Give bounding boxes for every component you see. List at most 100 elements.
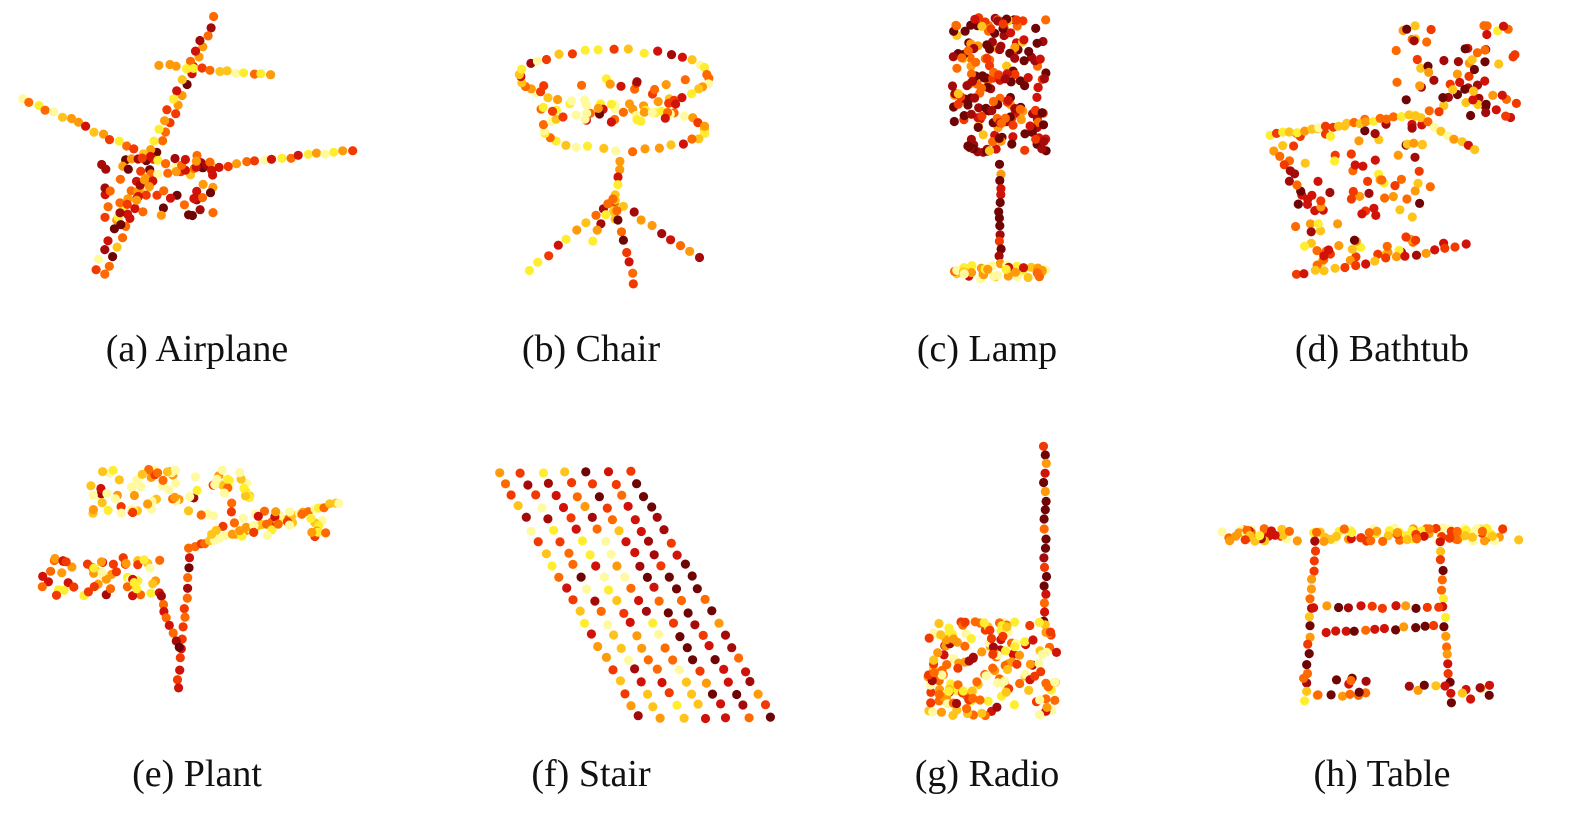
point: [1411, 250, 1422, 260]
point: [1032, 92, 1042, 102]
point: [1423, 117, 1433, 127]
point: [137, 469, 147, 479]
point: [189, 193, 199, 204]
point: [609, 630, 619, 640]
point: [541, 549, 551, 559]
point: [311, 148, 322, 158]
point: [1322, 601, 1332, 611]
point: [1019, 35, 1029, 45]
point: [1481, 99, 1491, 109]
point: [580, 501, 590, 512]
point: [628, 268, 638, 278]
point: [1006, 28, 1016, 38]
point-cloud-airplane: [18, 11, 358, 279]
point: [618, 107, 628, 117]
point: [506, 490, 516, 500]
point: [1300, 158, 1310, 168]
point: [223, 474, 233, 484]
point: [220, 531, 230, 541]
point: [1402, 535, 1412, 545]
point: [692, 584, 702, 594]
point: [165, 193, 176, 203]
point: [685, 246, 695, 256]
point: [1450, 242, 1460, 252]
point: [57, 112, 68, 122]
point: [580, 95, 590, 105]
point: [626, 701, 636, 711]
point: [1339, 524, 1349, 534]
point: [1300, 126, 1310, 136]
point: [972, 677, 982, 687]
point: [1284, 526, 1294, 536]
point: [533, 257, 543, 267]
point: [1442, 642, 1452, 652]
point: [1400, 251, 1410, 261]
point: [149, 136, 159, 146]
point: [716, 699, 726, 709]
point: [175, 653, 185, 663]
point: [1043, 682, 1053, 692]
point: [118, 233, 128, 243]
point: [1369, 203, 1379, 213]
point: [1370, 256, 1380, 266]
point: [541, 54, 552, 65]
point: [177, 75, 187, 85]
point: [1010, 617, 1020, 627]
point: [219, 488, 229, 498]
point: [1039, 514, 1049, 524]
point: [1479, 536, 1490, 546]
point: [558, 112, 568, 122]
point: [603, 620, 613, 630]
point: [1293, 199, 1303, 209]
point: [957, 53, 967, 63]
point: [1370, 624, 1380, 634]
point: [1372, 526, 1382, 536]
point: [635, 561, 645, 571]
point: [1292, 536, 1302, 546]
point: [543, 93, 553, 103]
point: [639, 48, 649, 58]
point: [1284, 127, 1294, 137]
point: [638, 492, 649, 502]
point: [1434, 602, 1444, 612]
point: [513, 501, 523, 511]
point: [585, 550, 595, 560]
point: [168, 94, 179, 104]
point: [679, 111, 690, 121]
point: [123, 164, 133, 174]
point: [660, 643, 670, 653]
point: [1002, 664, 1013, 675]
point: [613, 180, 623, 190]
point: [1023, 272, 1033, 283]
point: [637, 643, 647, 653]
point: [191, 156, 201, 166]
point: [116, 220, 126, 230]
point: [285, 507, 295, 517]
point: [1031, 134, 1041, 144]
point: [222, 66, 232, 76]
caption-airplane: (a) Airplane: [105, 328, 289, 370]
panel-radio: (g) Radio: [790, 417, 1184, 834]
point: [995, 175, 1005, 186]
point: [951, 698, 962, 709]
point: [1380, 193, 1390, 203]
point: [531, 490, 541, 500]
point: [998, 631, 1008, 641]
point: [141, 190, 151, 200]
point-cloud-radio: [923, 441, 1062, 721]
point: [1467, 532, 1478, 542]
point: [1413, 685, 1423, 695]
point: [133, 560, 143, 570]
point: [57, 568, 67, 578]
point: [184, 563, 194, 573]
point: [284, 520, 295, 530]
point: [1364, 528, 1374, 538]
point: [616, 643, 626, 653]
point: [1039, 562, 1050, 572]
point: [672, 700, 682, 710]
point: [1007, 139, 1017, 149]
point: [103, 202, 113, 212]
point: [1034, 710, 1045, 720]
point: [536, 87, 546, 97]
point: [249, 156, 260, 166]
